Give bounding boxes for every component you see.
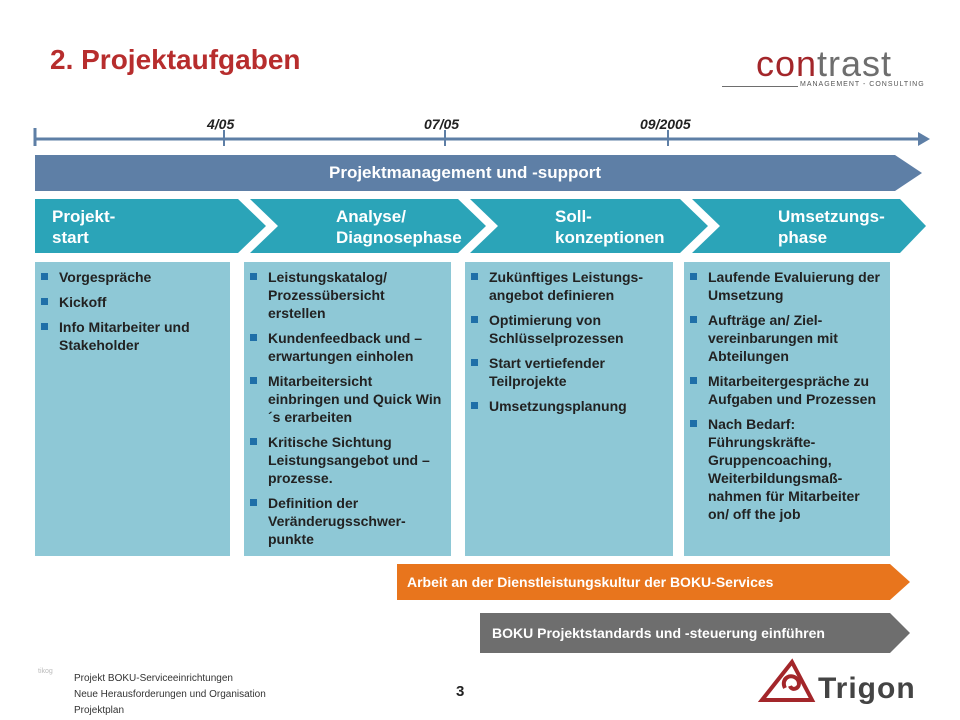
list-item: Definition der Veränderugsschwer-punkte bbox=[244, 494, 445, 548]
phase-box-3: Zukünftiges Leistungs-angebot definieren… bbox=[465, 262, 673, 556]
list-item: Leistungskatalog/ Prozessübersicht erste… bbox=[244, 268, 445, 322]
phase-arrow-2 bbox=[250, 199, 486, 253]
footer-line-1: Projekt BOKU-Serviceeinrichtungen bbox=[74, 673, 233, 684]
list-item: Info Mitarbeiter und Stakeholder bbox=[35, 318, 226, 354]
logo-trast: trast bbox=[817, 43, 893, 84]
logo-underline bbox=[722, 86, 798, 87]
phase-arrow-4 bbox=[692, 199, 926, 253]
page-title: 2. Projektaufgaben bbox=[50, 44, 301, 75]
phase-box-1: Vorgespräche Kickoff Info Mitarbeiter un… bbox=[35, 262, 230, 556]
trigon-brand: Trigon bbox=[818, 672, 916, 705]
list-item: Vorgespräche bbox=[35, 268, 226, 286]
timeline-date-3: 09/2005 bbox=[640, 116, 691, 132]
list-item: Start vertiefender Teilprojekte bbox=[465, 354, 667, 390]
list-item: Mitarbeitergespräche zu Aufgaben und Pro… bbox=[684, 372, 884, 408]
timeline-date-1: 4/05 bbox=[207, 116, 235, 132]
list-item: Aufträge an/ Ziel-vereinbarungen mit Abt… bbox=[684, 311, 884, 365]
orange-bar-label: Arbeit an der Dienstleistungskultur der … bbox=[407, 574, 774, 590]
phase-arrow-3 bbox=[470, 199, 708, 253]
top-bar-arrow bbox=[35, 155, 922, 191]
logo-con: con bbox=[756, 43, 818, 84]
footer-small-mark: tikog bbox=[38, 668, 53, 675]
list-item: Kundenfeedback und –erwartungen einholen bbox=[244, 329, 445, 365]
timeline-date-2: 07/05 bbox=[424, 116, 460, 132]
logo-tagline: MANAGEMENT - CONSULTING bbox=[800, 81, 925, 88]
page-number: 3 bbox=[456, 683, 465, 700]
top-bar-label: Projektmanagement und -support bbox=[328, 163, 602, 182]
grey-bar-label: BOKU Projektstandards und -steuerung ein… bbox=[492, 625, 825, 641]
grey-bar-arrow bbox=[480, 613, 910, 653]
contrast-logo: contrast bbox=[756, 44, 892, 84]
list-item: Mitarbeitersicht einbringen und Quick Wi… bbox=[244, 372, 445, 426]
list-item: Laufende Evaluierung der Umsetzung bbox=[684, 268, 884, 304]
timeline-arrowhead bbox=[918, 132, 930, 146]
list-item: Nach Bedarf: Führungskräfte-Gruppencoach… bbox=[684, 415, 884, 523]
footer-line-2: Neue Herausforderungen und Organisation bbox=[74, 689, 266, 700]
list-item: Zukünftiges Leistungs-angebot definieren bbox=[465, 268, 667, 304]
list-item: Umsetzungsplanung bbox=[465, 397, 667, 415]
trigon-logo-mark bbox=[757, 658, 816, 702]
phase-box-4: Laufende Evaluierung der Umsetzung Auftr… bbox=[684, 262, 890, 556]
phase-label-4: Umsetzungs- phase bbox=[778, 207, 885, 247]
phase-label-2: Analyse/ Diagnosephase bbox=[336, 207, 462, 247]
footer-line-3: Projektplan bbox=[74, 705, 125, 716]
list-item: Kickoff bbox=[35, 293, 226, 311]
footer-text: Projekt BOKU-Serviceeinrichtungen Neue H… bbox=[74, 671, 266, 719]
phase-label-3: Soll- konzeptionen bbox=[555, 207, 665, 247]
phase-box-2: Leistungskatalog/ Prozessübersicht erste… bbox=[244, 262, 451, 556]
phase-arrow-1 bbox=[35, 199, 266, 253]
phase-label-1: Projekt- start bbox=[52, 207, 116, 247]
list-item: Optimierung von Schlüsselprozessen bbox=[465, 311, 667, 347]
orange-bar-arrow bbox=[397, 564, 910, 600]
list-item: Kritische Sichtung Leistungsangebot und … bbox=[244, 433, 445, 487]
